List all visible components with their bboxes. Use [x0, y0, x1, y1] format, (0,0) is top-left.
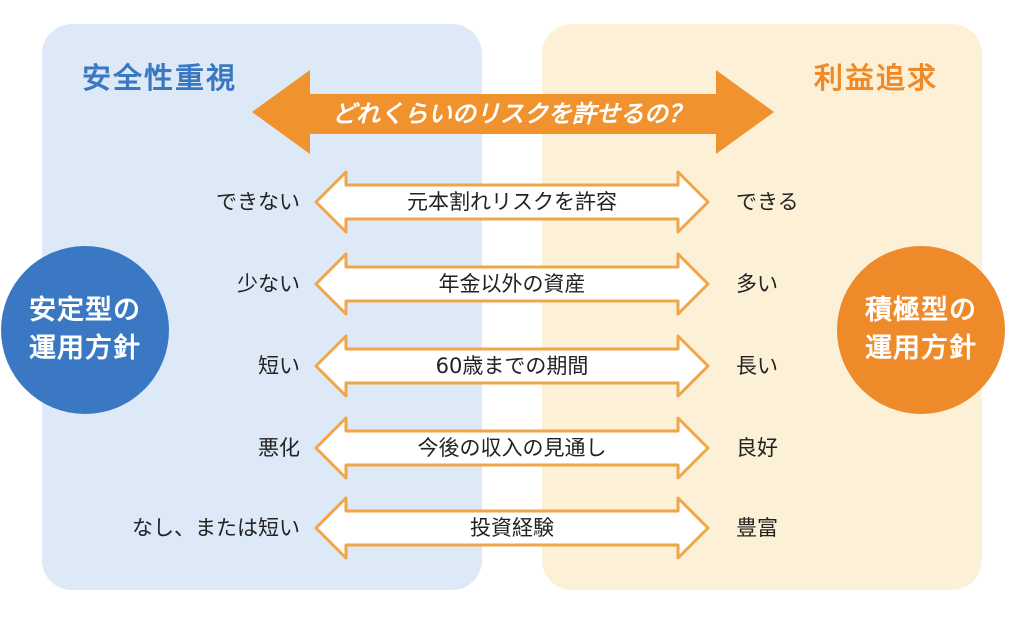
- conservative-policy-circle: 安定型の 運用方針: [1, 246, 169, 414]
- row-2-right-label: 多い: [736, 272, 778, 296]
- safety-title: 安全性重視: [82, 61, 238, 95]
- row-1-left-label: できない: [216, 190, 300, 214]
- row-3-double-arrow: [314, 334, 710, 398]
- row-4-left-label: 悪化: [258, 436, 300, 460]
- row-3-right-label: 長い: [736, 354, 778, 378]
- row-1-criterion: 元本割れリスクを許容: [407, 190, 617, 214]
- risk-tolerance-banner: どれくらいのリスクを許せるの？: [332, 100, 692, 128]
- row-4-double-arrow: [314, 416, 710, 480]
- aggressive-policy-line-1: 積極型の: [865, 295, 977, 326]
- conservative-policy-line-2: 運用方針: [29, 333, 141, 364]
- row-arrows-group: [314, 170, 710, 560]
- row-5-criterion: 投資経験: [470, 516, 554, 540]
- row-4-criterion: 今後の収入の見通し: [417, 436, 607, 460]
- row-1-right-label: できる: [736, 190, 799, 214]
- row-2-double-arrow: [314, 252, 710, 316]
- row-2-left-label: 少ない: [237, 272, 300, 296]
- row-3-left-label: 短い: [258, 354, 300, 378]
- aggressive-policy-line-2: 運用方針: [865, 333, 977, 364]
- row-1-double-arrow: [314, 170, 710, 234]
- aggressive-policy-circle: 積極型の 運用方針: [837, 246, 1005, 414]
- conservative-policy-line-1: 安定型の: [29, 295, 141, 326]
- row-5-double-arrow: [314, 496, 710, 560]
- profit-title: 利益追求: [813, 61, 938, 95]
- row-5-right-label: 豊富: [736, 516, 778, 540]
- row-3-criterion: 60歳までの期間: [435, 354, 589, 378]
- row-2-criterion: 年金以外の資産: [438, 272, 586, 296]
- banner-double-arrow: [252, 70, 774, 154]
- row-4-right-label: 良好: [736, 436, 778, 460]
- row-5-left-label: なし、または短い: [132, 516, 300, 540]
